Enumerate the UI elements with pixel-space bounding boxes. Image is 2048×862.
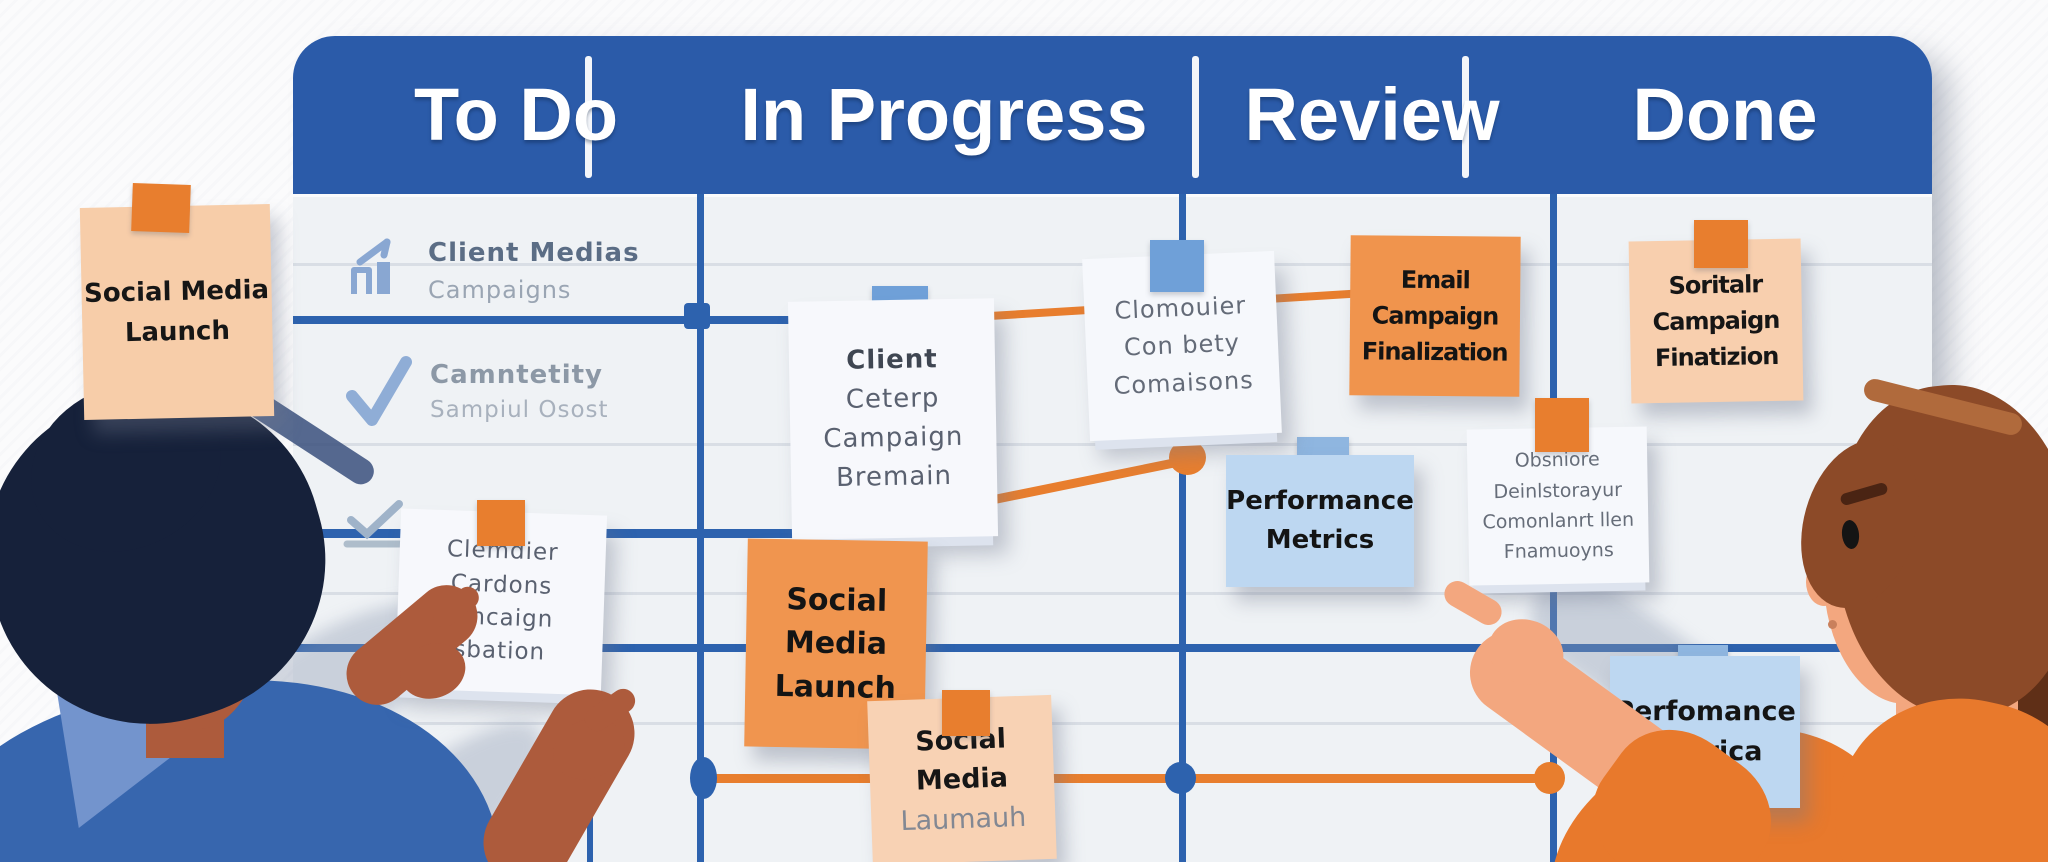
blue-node — [690, 757, 717, 799]
note-email-campaign-finalization: Email Campaign Finalization — [1349, 235, 1521, 397]
note-line: Con bety — [1123, 328, 1241, 362]
note-line: Fnamuoyns — [1503, 539, 1614, 564]
note-line: Deinlstorayur — [1493, 478, 1623, 503]
column-header-in-progress: In Progress — [740, 73, 1148, 156]
note-line: Media — [915, 762, 1009, 798]
note-line: Ceterp — [845, 383, 940, 415]
blue-square-node — [684, 303, 710, 329]
row-gridline — [293, 443, 1932, 446]
column-separator-line — [697, 194, 704, 862]
column-header-done: Done — [1632, 73, 1818, 156]
note-line: Metrics — [1265, 525, 1375, 555]
note-line: Campaign — [1652, 305, 1780, 337]
orange-node — [1169, 440, 1206, 475]
pin-tab — [1694, 220, 1748, 268]
todo-item-subtitle: Campaigns — [428, 276, 572, 304]
pin-tab — [131, 183, 191, 233]
header-divider — [1192, 56, 1199, 178]
row-gridline — [293, 722, 1932, 725]
row-gridline — [293, 592, 1932, 595]
header-divider — [1462, 56, 1469, 178]
column-separator-line — [1179, 194, 1186, 862]
note-performance-metrics-review: Performance Metrics — [1226, 455, 1414, 587]
note-line: Finatizion — [1654, 341, 1779, 373]
check-underline-icon — [343, 498, 405, 550]
blue-node — [1165, 762, 1196, 794]
blue-connector-line — [293, 644, 1932, 652]
orange-node — [1534, 762, 1565, 794]
pin-tab — [1150, 240, 1204, 292]
note-line: Client — [845, 344, 938, 376]
todo-item-title: Camntetity — [430, 360, 604, 390]
right-person-mouth — [1828, 620, 1837, 629]
note-line: Comonlanrt llen — [1482, 508, 1635, 534]
note-line: Bremain — [835, 460, 953, 494]
todo-item-subtitle: Sampiul Osost — [430, 397, 609, 423]
note-line: Soritalr — [1668, 270, 1763, 300]
bar-chart-icon — [346, 234, 410, 300]
column-header-review: Review — [1244, 73, 1500, 156]
note-inprogress-white: Client Ceterp Campaign Bremain — [787, 298, 999, 540]
blue-connector-line — [293, 316, 993, 324]
pin-tab — [942, 690, 990, 736]
todo-item-title: Client Medias — [428, 238, 640, 268]
pin-tab — [477, 500, 525, 546]
note-line: Launch — [124, 315, 231, 349]
note-line: Comaisons — [1112, 365, 1255, 400]
column-header-todo: To Do — [413, 73, 619, 156]
note-line: Social — [786, 581, 888, 619]
checkmark-icon — [346, 354, 412, 428]
note-line: Social Media — [83, 274, 270, 309]
note-line: Media — [784, 625, 888, 663]
note-line: Email — [1400, 265, 1470, 295]
orange-connector-line — [700, 774, 1562, 783]
note-line: Finalization — [1361, 337, 1508, 367]
note-line: Laumauh — [899, 801, 1027, 837]
pin-tab — [1535, 398, 1589, 452]
board-header-band — [293, 36, 1932, 194]
note-line: Campaign — [823, 421, 964, 455]
note-line: Performance — [1226, 486, 1414, 516]
note-social-media-launch-outside: Social Media Launch — [79, 204, 275, 420]
note-line: Clomouier — [1113, 291, 1247, 326]
note-line: Campaign — [1371, 301, 1499, 331]
header-divider — [585, 56, 592, 178]
